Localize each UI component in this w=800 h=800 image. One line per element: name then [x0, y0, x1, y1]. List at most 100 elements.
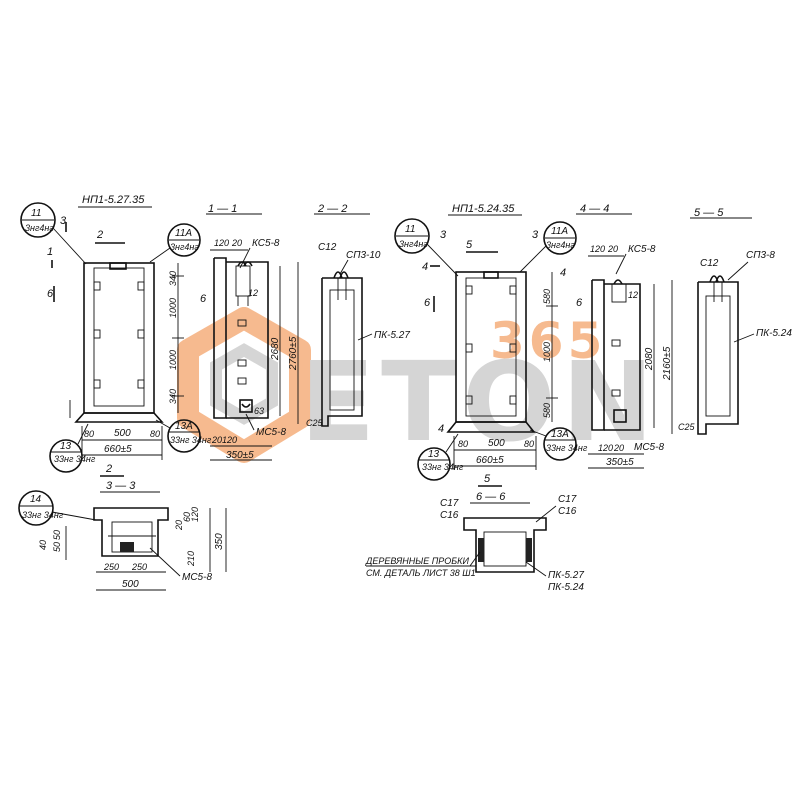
section-1-1-dim-350: 350±5: [226, 450, 254, 461]
section-5-5-c12: С12: [700, 258, 719, 269]
panel-b-elevation: НП1-5.24.35 11 3нг4нг 11A 3нг4нг 3 5 3 4…: [394, 203, 588, 487]
svg-text:33нг 34нг: 33нг 34нг: [546, 443, 588, 453]
panel-b-dim-660: 660±5: [476, 455, 504, 466]
section-1-1-label-top: КС5-8: [252, 238, 280, 249]
section-3-3-dim-250b: 250: [131, 562, 147, 572]
svg-text:33нг 34нг: 33нг 34нг: [22, 510, 64, 520]
section-4-4-label-top: КС5-8: [628, 244, 656, 255]
panel-b-callout-11a: 11A 3нг4нг: [519, 221, 577, 273]
panel-b-dim-500: 500: [488, 438, 505, 449]
section-6-6-c17r: С17: [558, 494, 577, 505]
section-1-1-dim-120b: 120: [222, 435, 237, 445]
section-1-1: 1 — 1 120 20 КС5-8 12 63 2680 2760±5 6 2…: [200, 203, 299, 461]
section-6-6-pk524: ПК-5.24: [548, 582, 584, 593]
section-4-4: 4 — 4 120 20 КС5-8 6 12 2080 2160±5 120 …: [576, 203, 673, 469]
section-4-4-dim-120: 120: [590, 244, 605, 254]
panel-a-dim-1000a: 1000: [168, 298, 178, 318]
svg-text:33нг 34нг: 33нг 34нг: [170, 435, 212, 445]
panel-a-dim-500: 500: [114, 428, 131, 439]
panel-a-mark-2b: 2: [105, 463, 112, 475]
panel-b-dim-1000: 1000: [542, 342, 552, 362]
section-3-3-dim-60: 60: [182, 512, 192, 522]
watermark-brand: ETON: [300, 338, 660, 466]
section-1-1-dim-63: 63: [254, 406, 264, 416]
panel-a-elevation: НП1-5.27.35 11 3нг4нг 11A 3нг4нг 3 2 1 6: [20, 194, 212, 477]
section-2-2-sp: СП3-10: [346, 250, 381, 261]
panel-b-callout-13: 13 33нг 34нг: [417, 433, 464, 481]
section-2-2-title: 2 — 2: [317, 203, 347, 215]
panel-a-mark-2: 2: [96, 229, 103, 241]
section-3-3-dim-120: 120: [190, 507, 200, 522]
panel-b-mark-5b: 5: [484, 473, 491, 485]
panel-b-mark-3r: 3: [532, 229, 539, 241]
section-6-6-note2: СМ. ДЕТАЛЬ ЛИСТ 38 Ш1: [366, 568, 476, 578]
panel-b-title: НП1-5.24.35: [452, 203, 515, 215]
section-4-4-dim-20b: 20: [613, 443, 624, 453]
section-1-1-dim-20: 20: [231, 238, 242, 248]
panel-a-dim-660: 660±5: [104, 444, 132, 455]
section-2-2-c25: С25: [306, 418, 324, 428]
section-5-5-title: 5 — 5: [694, 207, 724, 219]
section-1-1-dim-2680: 2680: [270, 337, 281, 361]
svg-text:13A: 13A: [551, 429, 569, 440]
svg-text:33нг 34нг: 33нг 34нг: [422, 462, 464, 472]
section-5-5-pk: ПК-5.24: [756, 328, 792, 339]
section-3-3-dim-20: 20: [174, 520, 184, 531]
panel-a-dim-1000b: 1000: [168, 350, 178, 370]
section-6-6-c16r: С16: [558, 506, 577, 517]
panel-a-dim-80r: 80: [150, 429, 160, 439]
panel-a-mark-3: 3: [60, 215, 67, 227]
section-4-4-dim-120b: 120: [598, 443, 613, 453]
panel-b-mark-4r: 4: [560, 267, 566, 279]
panel-b-dim-580a: 580: [542, 289, 552, 304]
panel-a-callout-13: 13 33нг 34нг: [49, 423, 96, 473]
section-1-1-mark-6: 6: [200, 293, 207, 305]
svg-text:13: 13: [60, 441, 72, 452]
section-2-2-c12: С12: [318, 242, 337, 253]
section-1-1-dim-2760: 2760±5: [288, 336, 299, 371]
watermark: ETON 365: [177, 307, 660, 466]
panel-b-mark-4: 4: [422, 261, 428, 273]
section-3-3-title: 3 — 3: [106, 480, 136, 492]
panel-b-dim-80r: 80: [524, 439, 534, 449]
panel-a-callout-13a: 13A 33нг 34нг: [155, 419, 212, 453]
panel-b-mark-4b: 4: [438, 423, 444, 435]
section-1-1-title: 1 — 1: [208, 203, 237, 215]
svg-text:14: 14: [30, 494, 42, 505]
section-2-2: 2 — 2 С12 СП3-10 ПК-5.27 С25: [306, 203, 410, 428]
panel-b-callout-11: 11 3нг4нг: [394, 218, 459, 277]
svg-text:13A: 13A: [175, 421, 193, 432]
section-1-1-dim-12: 12: [248, 288, 258, 298]
section-1-1-label-bot: МС5-8: [256, 427, 286, 438]
panel-b-dim-80l: 80: [458, 439, 468, 449]
section-4-4-dim-20: 20: [607, 244, 618, 254]
svg-text:11A: 11A: [551, 226, 568, 237]
section-3-3-dim-350: 350: [214, 533, 225, 550]
section-3-3-dim-40: 40: [38, 540, 48, 550]
svg-text:33нг 34нг: 33нг 34нг: [54, 454, 96, 464]
section-3-3-dim-210: 210: [186, 551, 196, 567]
panel-a-dim-80l: 80: [84, 429, 94, 439]
section-6-6-pk527: ПК-5.27: [548, 570, 584, 581]
section-4-4-title: 4 — 4: [580, 203, 609, 215]
panel-a-mark-6: 6: [47, 288, 54, 300]
section-4-4-mark-6: 6: [576, 297, 583, 309]
section-3-3-dim-50b: 50: [52, 542, 62, 552]
svg-text:11: 11: [31, 208, 41, 219]
section-4-4-dim-350: 350±5: [606, 457, 634, 468]
panel-a-dim-340a: 340: [168, 271, 178, 286]
panel-a-title: НП1-5.27.35: [82, 194, 145, 206]
section-2-2-pk: ПК-5.27: [374, 330, 410, 341]
panel-a-callout-11a: 11A 3нг4нг: [149, 223, 201, 263]
panel-b-mark-6: 6: [424, 297, 431, 309]
section-3-3-dim-250a: 250: [103, 562, 119, 572]
svg-text:3нг4нг: 3нг4нг: [399, 239, 428, 249]
section-4-4-label-bot: МС5-8: [634, 442, 664, 453]
section-6-6: 6 — 6 С17 С16 С17 С16 ДЕРЕВЯННЫЕ ПРОБКИ …: [365, 491, 584, 593]
panel-b-mark-3: 3: [440, 229, 447, 241]
section-1-1-dim-20b: 20: [211, 435, 222, 445]
section-5-5: 5 — 5 С12 СП3-8 ПК-5.24 С25: [678, 207, 792, 435]
svg-text:11: 11: [405, 224, 415, 235]
panel-a-callout-11: 11 3нг4нг: [20, 202, 87, 265]
